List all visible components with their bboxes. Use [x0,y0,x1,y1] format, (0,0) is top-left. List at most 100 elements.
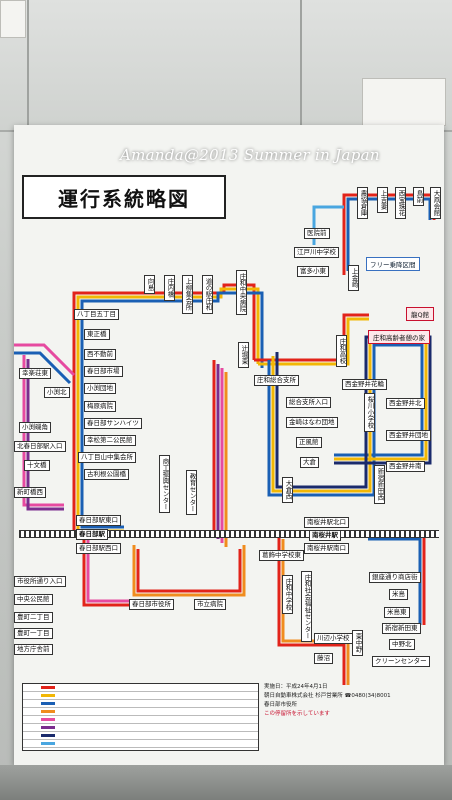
legend-row [23,700,258,708]
badge-nursing-home: 庄和高齢者憩の家 [368,330,430,344]
stop-fujinuma: 藤沼 [314,653,333,664]
route-lines [14,193,439,685]
stop-nishikanai-minami: 西金野井南 [386,461,425,472]
stop-nakano-kita: 中野北 [389,639,415,650]
route-map-poster: 運行系統略図 [14,125,444,765]
stop-shoko-shinko-center: 商工振興センター [159,455,170,513]
legend-row [23,692,258,700]
badge-ryukyukan: 龍Q館 [406,307,435,321]
wall-bottom [0,765,452,800]
route-line-sky [312,205,344,245]
stop-left-1: 東正橋 [84,329,110,340]
title-box: 運行系統略図 [22,175,226,219]
stop-edogawa-chugakko: 江戸川中学校 [294,247,339,258]
stop-kasukabe-shiyakusho: 春日部市役所 [129,599,174,610]
legend-note: この停留所を示しています [264,711,330,717]
stop-left-2: 西不動前 [84,349,116,360]
route-line-blue [80,291,264,368]
stop-shinjuku-shinden-higashi: 新宿新田東 [382,623,421,634]
stop-kanezaki-hanawa: 金崎はなわ団地 [286,417,338,428]
operator-name: 春日部市役所 [264,702,298,708]
stop-showa-chuo-byoin: 庄和中央病院 [236,270,247,315]
railway-track [19,530,439,538]
stop-yutakacho-1: 豊町一丁目 [14,628,53,639]
peeling-sticker [362,78,446,126]
stop-katsushika-chugakko: 葛飾中学校東 [259,550,304,561]
stop-nishikanai-kita: 西金野井北 [386,398,425,409]
legend-row [23,732,258,740]
stop-minamisakurai-kitaguchi: 南桜井駅北口 [304,517,349,528]
stop-okura: 大倉 [300,457,319,468]
photo-watermark: Amanda@2013 Summer in Japan [120,146,380,164]
stop-clean-center: クリーンセンター [372,656,430,667]
route-line-purple [26,359,64,511]
stop-shinmachibashi: 新町橋西 [14,487,46,498]
stop-higashinakano: 東中野 [352,630,363,656]
stop-korakuso: 幸楽荘東 [19,368,51,379]
legend-area: 実施日：平成24年4月1日 朝日自動車株式会社 杉戸営業所 ☎0480(34)8… [22,683,440,753]
stop-nishihojubana: 西宝珠花 [395,187,406,219]
stop-ginza-dori: 銀座通り商店街 [369,572,421,583]
stop-sogo-shisho-iriguchi: 総合支所入口 [286,397,331,408]
stop-showa-sogo-shisho: 庄和総合支所 [254,375,299,386]
stop-shiritsu-byoin: 市立病院 [194,599,226,610]
stop-kyoiku-center: 教育センター [186,470,197,515]
legend-row [23,724,258,732]
stop-okura-nishi: 大倉西 [282,477,293,503]
route-line-pink [14,343,76,377]
legend-row [23,740,258,748]
stop-torimae: 鳥前 [413,187,424,206]
stop-kawabe-shogakko: 川辺小学校 [314,633,353,644]
stop-nokyo: 農協倉庫 [357,187,368,219]
legend-row [23,708,258,716]
stop-left-0: 八丁目五丁目 [74,309,119,320]
stop-sakuragawa-shogakko: 桜川小学校 [364,393,375,432]
stop-jumonbashi: 十文橋 [24,460,50,471]
stop-showa-shakai-fukushi: 庄和社会福祉センター [301,571,312,642]
stop-showa-koko: 庄和高校 [336,335,347,367]
legend-row [23,716,258,724]
stop-left-4: 小渕団地 [84,383,116,394]
stop-shonaibashi: 庄内橋 [164,275,175,301]
stop-kasukabe-station: 春日部駅 [76,529,108,540]
stop-michinoeki: 道の駅庄和 [202,275,213,314]
stop-kamiyanagi: 上柳集会所 [182,275,193,314]
company-name: 朝日自動車株式会社 杉戸営業所 ☎0480(34)8001 [264,693,391,699]
stop-left-7: 幸松第二公民館 [84,435,136,446]
stop-seifukan: 正風館 [296,437,322,448]
stop-minamisakurai-station: 南桜井駅 [309,530,341,541]
metal-wall-panel [0,0,452,132]
stop-yutakacho-2: 豊町二丁目 [14,612,53,623]
legend-row [23,684,258,692]
stop-left-9: 古利根公園橋 [84,469,129,480]
stop-minamisakurai-minamiguchi: 南桜井駅南口 [304,543,349,554]
stop-obuchi-isokaku: 小渕磯角 [19,422,51,433]
effective-date: 実施日：平成24年4月1日 [264,684,328,690]
stop-nishikanai-danchi: 西金野井団地 [386,430,431,441]
stop-kamikanezaki: 上金崎 [348,265,359,291]
stop-left-3: 春日部市場 [84,366,123,377]
stop-chiho-chosha: 地方庁舎前 [14,644,53,655]
stop-tsujibori-higashi: 辻堀東 [238,342,249,368]
peeling-sticker [0,0,26,38]
stop-chuo-kominkan: 中央公民館 [14,594,53,605]
wall-seam [27,0,29,130]
stop-kasukabe-higashiguchi: 春日部駅東口 [76,515,121,526]
stop-kitakasukabe: 北春日部駅入口 [14,441,66,452]
stop-yoneshima: 米島 [389,589,408,600]
stop-odako-kaikan: 大凧会館 [430,187,441,219]
stop-iin-mae: 医院前 [304,228,330,239]
stop-left-8: 八丁目山中集会所 [78,452,136,463]
route-legend-table [22,683,259,751]
free-boarding-zone: フリー乗降区間 [366,257,420,271]
stop-obuchi-kita: 小渕北 [44,387,70,398]
map-title: 運行系統略図 [58,186,190,211]
wall-seam [300,0,302,130]
stop-shinjuku-shinden-nishi: 新宿新田西 [374,465,385,504]
stop-kasukabe-nishiguchi: 春日部駅西口 [76,543,121,554]
stop-showa-chugakko: 庄和中学校 [282,575,293,614]
stop-yoneshima-higashi: 米島東 [384,607,410,618]
stop-shiyakusho-dori: 市役所通り入口 [14,576,66,587]
stop-nishikanai-hanawa: 西金野井花輪 [342,379,387,390]
stop-tomita-kohigashi: 富多小東 [297,266,329,277]
